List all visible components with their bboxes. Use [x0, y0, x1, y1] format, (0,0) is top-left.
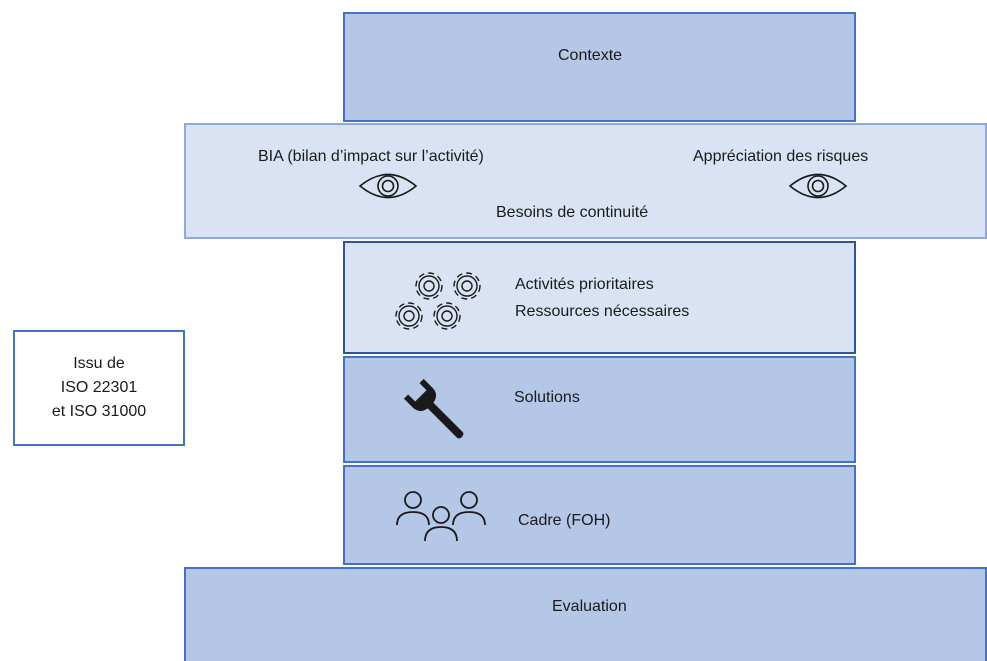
besoins-continuite-label: Besoins de continuité	[496, 204, 649, 221]
layer-activites-prioritaires: Activités prioritaires Ressources nécess…	[343, 241, 856, 354]
layer-cadre: Cadre (FOH)	[343, 465, 856, 565]
source-note: Issu de ISO 22301 et ISO 31000	[13, 330, 185, 446]
layer-contexte: Contexte	[343, 12, 856, 122]
layer-besoins-continuite: BIA (bilan d’impact sur l’activité) Appr…	[184, 123, 987, 239]
layer-solutions: Solutions	[343, 356, 856, 463]
evaluation-label: Evaluation	[552, 598, 627, 615]
gears-icon	[389, 267, 497, 337]
people-icon	[391, 485, 491, 549]
contexte-label: Contexte	[558, 47, 623, 64]
layer-evaluation: Evaluation	[184, 567, 987, 661]
wrench-icon	[403, 374, 467, 446]
ressources-necessaires-label: Ressources nécessaires	[515, 303, 690, 320]
cadre-label: Cadre (FOH)	[518, 512, 611, 529]
eye-icon	[357, 169, 419, 203]
activites-prioritaires-label: Activités prioritaires	[515, 276, 654, 293]
eye-icon	[787, 169, 849, 203]
source-line-3: et ISO 31000	[51, 403, 147, 420]
solutions-label: Solutions	[514, 389, 580, 406]
source-line-1: Issu de	[73, 355, 125, 372]
bia-label: BIA (bilan d’impact sur l’activité)	[258, 148, 484, 165]
source-line-2: ISO 22301	[60, 379, 138, 396]
appreciation-risques-label: Appréciation des risques	[693, 148, 869, 165]
